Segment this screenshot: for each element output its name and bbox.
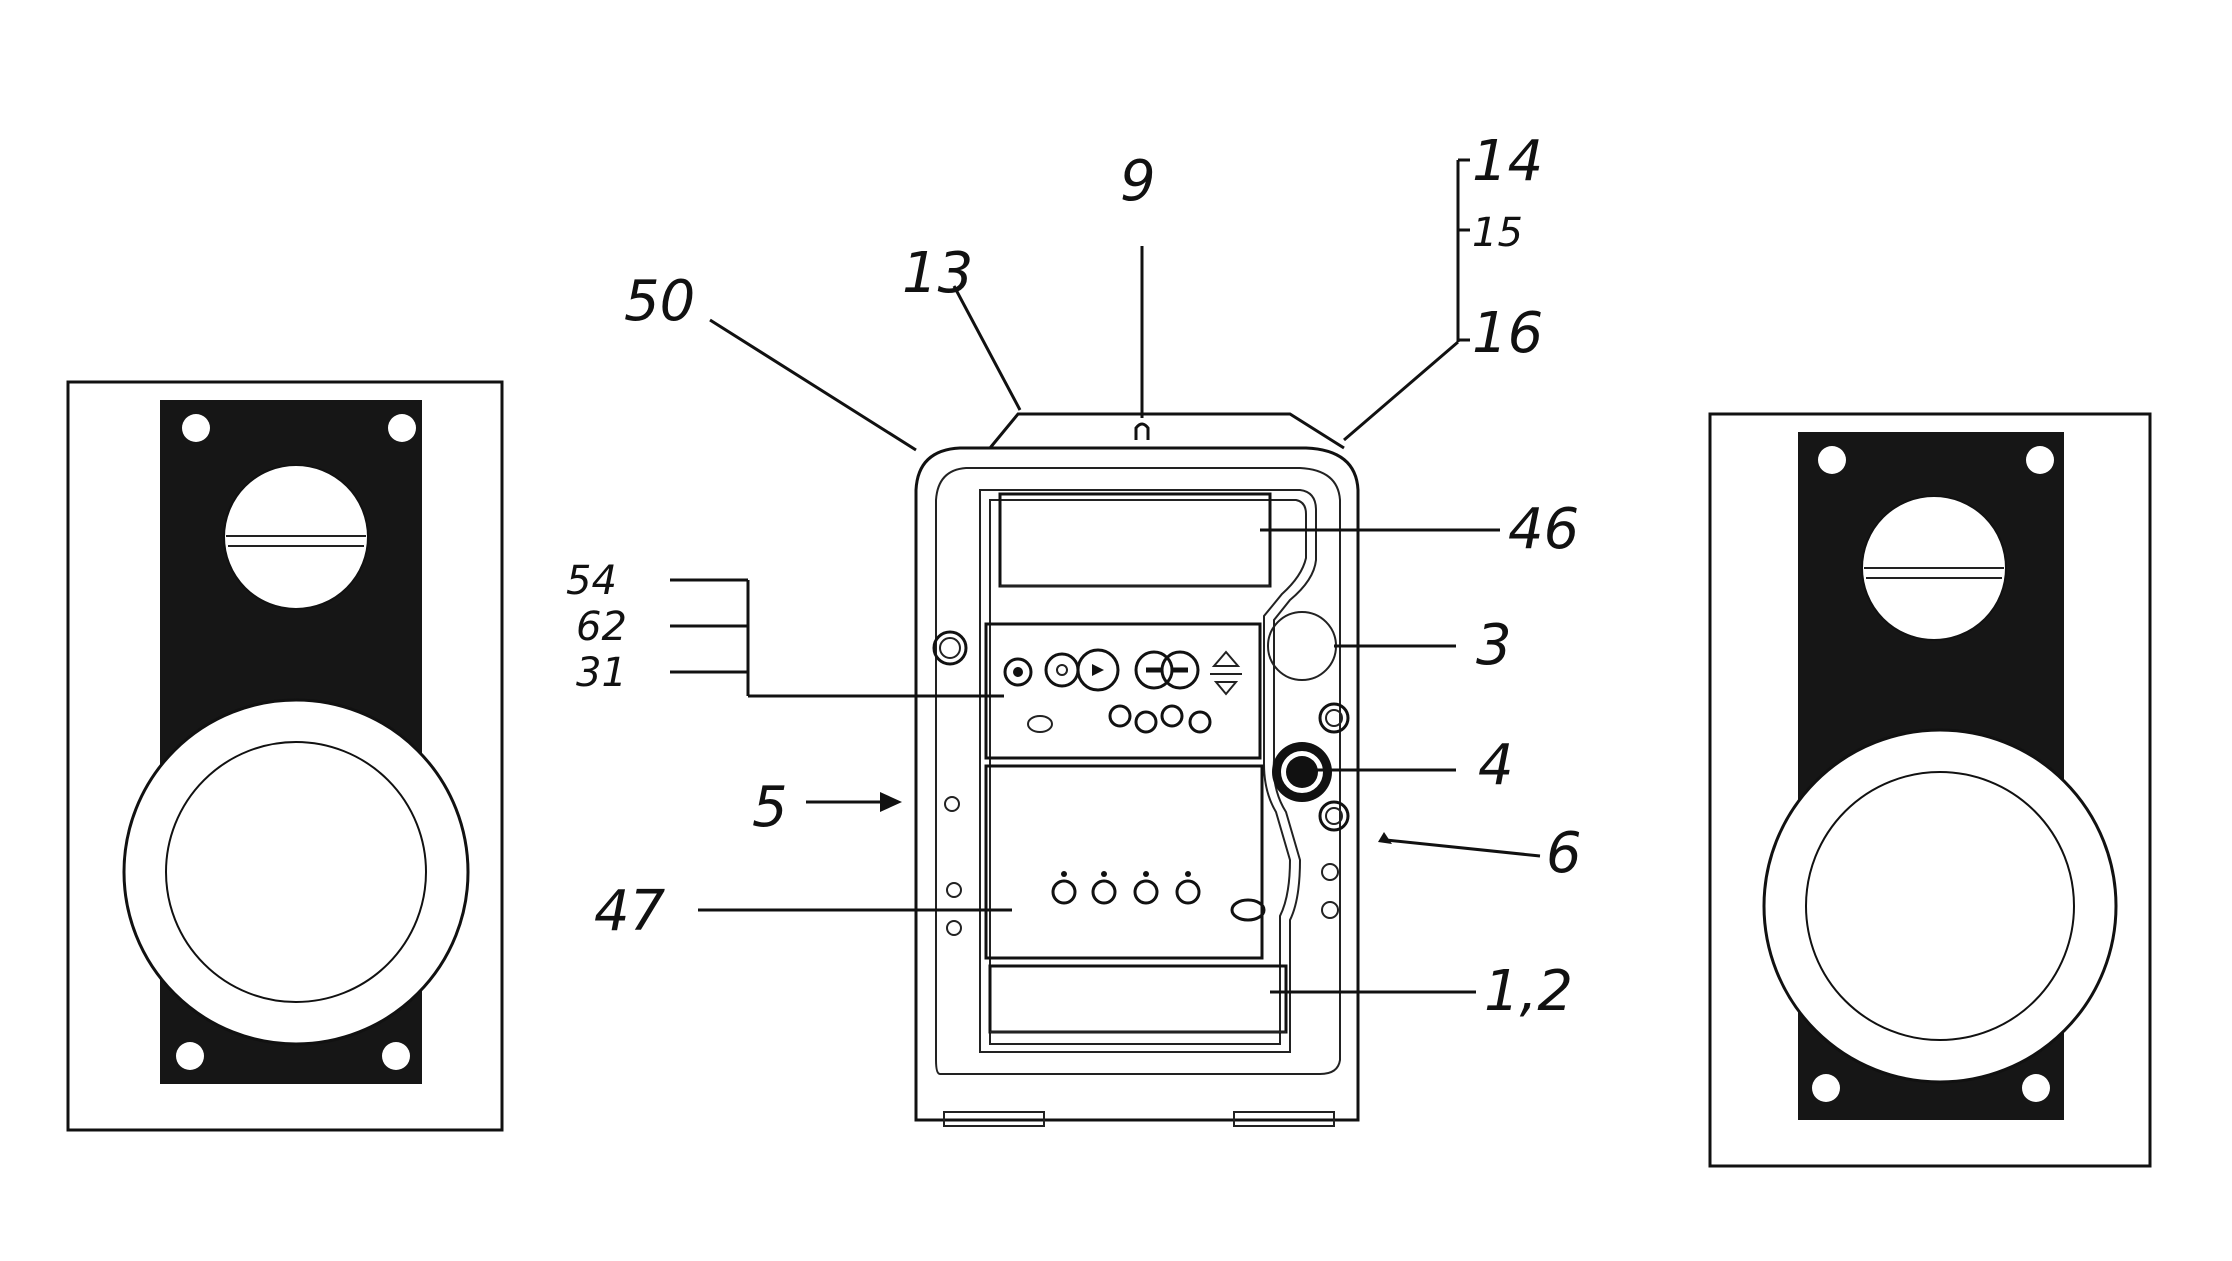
main-unit-front-bezel — [935, 467, 1341, 1075]
side-button-lower — [1318, 800, 1350, 832]
left-speaker-screw-tl — [182, 414, 210, 442]
label-9: 9 — [1120, 149, 1156, 214]
right-jack-2 — [1321, 901, 1339, 919]
left-side-knob — [932, 630, 968, 666]
label-16: 16 — [1472, 301, 1543, 366]
label-31: 31 — [576, 650, 627, 696]
label-14: 14 — [1472, 129, 1543, 194]
leader-16 — [1343, 340, 1459, 442]
cassette-deck — [984, 764, 1264, 960]
right-speaker-screw-bl — [1812, 1074, 1840, 1102]
right-speaker-screw-tl — [1818, 446, 1846, 474]
large-knob — [1267, 611, 1337, 681]
front-panel-frame — [979, 489, 1317, 1053]
left-speaker-screw-tr — [388, 414, 416, 442]
reference-numerals: 50 13 9 14 15 16 46 54 62 31 3 4 5 6 47 … — [566, 129, 1582, 1024]
left-speaker-woofer-cone — [165, 741, 427, 1003]
label-15: 15 — [1472, 210, 1523, 256]
left-jack-3 — [946, 920, 962, 936]
label-5: 5 — [752, 775, 788, 840]
down-arrow-icon — [1213, 681, 1239, 696]
leader-13 — [952, 285, 1022, 411]
eject-button — [1027, 715, 1053, 733]
arrow-5 — [880, 792, 902, 812]
control-panel — [984, 622, 1262, 760]
arrow-6 — [1378, 832, 1392, 844]
label-62: 62 — [576, 604, 627, 650]
label-6: 6 — [1546, 821, 1582, 886]
cd-tray — [988, 964, 1288, 1034]
left-speaker-screw-br — [382, 1042, 410, 1070]
label-46: 46 — [1508, 497, 1579, 562]
cassette-buttons — [1051, 871, 1201, 905]
main-unit-body — [914, 446, 1360, 1122]
cassette-eject-button — [1230, 898, 1266, 922]
skip-buttons — [1134, 650, 1200, 690]
top-button — [1134, 422, 1150, 440]
left-jack-1 — [944, 796, 960, 812]
left-jack-2 — [946, 882, 962, 898]
label-54: 54 — [566, 558, 617, 604]
label-13: 13 — [902, 241, 973, 306]
right-speaker-screw-br — [2022, 1074, 2050, 1102]
label-50: 50 — [624, 269, 695, 334]
main-unit-foot-right — [1233, 1111, 1335, 1127]
label-1-2: 1,2 — [1484, 959, 1573, 1024]
main-unit — [914, 412, 1360, 1127]
mode-button-4 — [1188, 710, 1212, 734]
play-pause-buttons — [1044, 648, 1120, 692]
main-unit-top-lid — [988, 412, 1345, 450]
right-speaker-woofer-cone — [1805, 771, 2075, 1041]
mode-button-2 — [1134, 710, 1158, 734]
leader-50 — [709, 318, 917, 452]
up-arrow-icon — [1211, 650, 1241, 667]
mode-button-1 — [1108, 704, 1132, 728]
power-button — [1003, 657, 1033, 687]
right-speaker — [1708, 412, 2152, 1168]
display-window — [998, 492, 1272, 588]
side-button-upper — [1318, 702, 1350, 734]
right-jack-1 — [1321, 863, 1339, 881]
label-4: 4 — [1478, 733, 1514, 798]
label-47: 47 — [594, 879, 666, 944]
right-speaker-screw-tr — [2026, 446, 2054, 474]
left-speaker — [66, 380, 504, 1132]
mode-button-3 — [1160, 704, 1184, 728]
main-unit-foot-left — [943, 1111, 1045, 1127]
left-speaker-screw-bl — [176, 1042, 204, 1070]
leader-6 — [1385, 838, 1541, 858]
leader-lines — [670, 158, 1541, 994]
label-3: 3 — [1476, 613, 1512, 678]
